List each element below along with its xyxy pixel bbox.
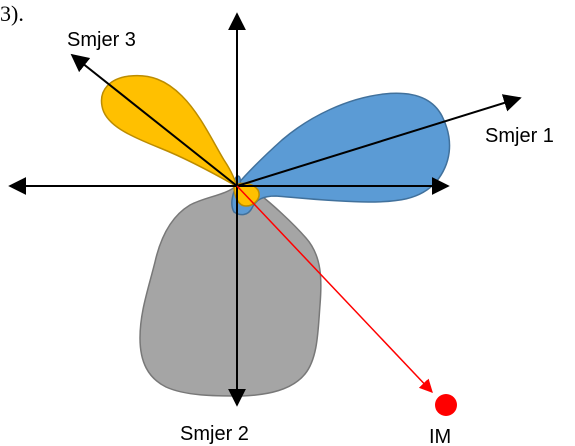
label-direction-2: Smjer 2 — [180, 423, 249, 445]
target-point — [435, 394, 457, 416]
label-direction-1: Smjer 1 — [485, 125, 554, 147]
axis-direction-1 — [236, 94, 522, 187]
top-fragment-text: 3). — [0, 1, 24, 26]
axis-direction-3 — [70, 53, 238, 187]
lobe-direction-2 — [139, 185, 322, 397]
label-target: IM — [429, 426, 451, 446]
ray-to-target — [236, 185, 433, 393]
label-direction-3: Smjer 3 — [67, 29, 136, 51]
